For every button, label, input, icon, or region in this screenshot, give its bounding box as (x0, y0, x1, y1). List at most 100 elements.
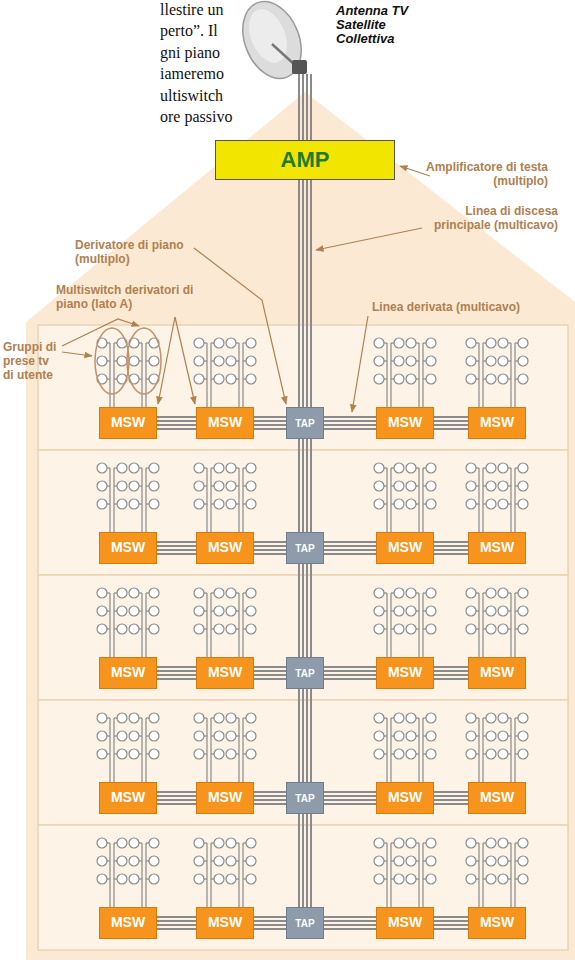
cable-strand (302, 439, 304, 532)
cable-strand (434, 928, 468, 930)
socket-wire (210, 343, 211, 407)
tv-socket (426, 731, 436, 741)
multicable-line (157, 792, 196, 804)
tv-socket (466, 499, 476, 509)
tv-socket (486, 713, 496, 723)
tv-socket (486, 606, 496, 616)
cable-strand (434, 803, 468, 805)
socket-wire (242, 468, 243, 532)
multiswitch-box: MSW (99, 657, 157, 689)
socket-group (374, 338, 436, 407)
tv-socket (518, 606, 528, 616)
antenna-label: Antenna TV Satellite Collettiva (336, 4, 422, 46)
tv-socket (498, 481, 508, 491)
tv-socket (518, 481, 528, 491)
socket-group (466, 463, 528, 532)
tv-socket (226, 338, 236, 348)
cable-strand (306, 180, 308, 407)
tv-socket (149, 356, 159, 366)
tv-socket (214, 463, 224, 473)
tv-socket (129, 874, 139, 884)
tv-socket (466, 588, 476, 598)
tap-box: TAP (286, 532, 324, 564)
socket-wire (418, 468, 419, 532)
socket-group (466, 338, 528, 407)
tv-socket (518, 463, 528, 473)
cable-strand (306, 689, 308, 782)
node-label: MSW (388, 415, 422, 430)
tv-socket (226, 713, 236, 723)
tap-box: TAP (286, 407, 324, 439)
tv-socket (486, 624, 496, 634)
node-label: MSW (111, 915, 145, 930)
tv-socket-groups (97, 338, 528, 907)
cable-strand (157, 541, 196, 543)
tv-socket (129, 713, 139, 723)
multiswitch-box: MSW (376, 782, 434, 814)
node-label: MSW (480, 665, 514, 680)
tv-socket (214, 606, 224, 616)
tv-socket (518, 731, 528, 741)
socket-wire (514, 718, 515, 782)
tv-socket (498, 874, 508, 884)
tv-socket (486, 856, 496, 866)
tv-socket (374, 838, 384, 848)
tv-socket (394, 499, 404, 509)
tap-box: TAP (286, 907, 324, 939)
multiswitch-box: MSW (99, 782, 157, 814)
socket-group (194, 713, 256, 782)
tv-socket (214, 713, 224, 723)
multicable-line (434, 417, 468, 429)
tv-socket (394, 731, 404, 741)
cable-strand (324, 916, 376, 918)
tv-socket (149, 731, 159, 741)
cable-strand (324, 803, 376, 805)
socket-wire (478, 718, 479, 782)
tv-socket (194, 499, 204, 509)
tv-socket (466, 874, 476, 884)
tv-socket (129, 856, 139, 866)
cable-strand (324, 424, 376, 426)
tv-socket (117, 838, 127, 848)
cable-strand (302, 814, 304, 907)
tv-socket (406, 874, 416, 884)
tv-socket (394, 463, 404, 473)
tv-socket (406, 731, 416, 741)
tv-socket (226, 374, 236, 384)
tv-socket (518, 499, 528, 509)
leader-line (352, 316, 368, 412)
tv-socket (498, 356, 508, 366)
lnb (292, 60, 307, 74)
tv-socket (226, 356, 236, 366)
tv-socket (214, 874, 224, 884)
tv-socket (518, 713, 528, 723)
socket-wire (418, 593, 419, 657)
socket-wire (422, 343, 423, 407)
node-label: MSW (208, 415, 242, 430)
tv-socket (466, 713, 476, 723)
cable-strand (254, 674, 286, 676)
cable-strand (434, 678, 468, 680)
socket-wire (514, 593, 515, 657)
cable-strand (434, 553, 468, 555)
floor-bands (38, 325, 568, 950)
tv-socket (194, 749, 204, 759)
tv-socket (394, 588, 404, 598)
tv-socket (226, 463, 236, 473)
cable-strand (157, 924, 196, 926)
tv-socket (406, 749, 416, 759)
socket-wire (238, 468, 239, 532)
tv-socket (466, 356, 476, 366)
tv-socket (117, 606, 127, 616)
tv-socket (394, 356, 404, 366)
dish-reflector (232, 0, 312, 87)
cable-strand (254, 549, 286, 551)
tv-socket (374, 374, 384, 384)
tv-socket (406, 338, 416, 348)
tv-socket (498, 374, 508, 384)
tv-socket (518, 874, 528, 884)
tv-socket (226, 874, 236, 884)
socket-wire (242, 718, 243, 782)
cable-strand (302, 689, 304, 782)
socket-wire (206, 593, 207, 657)
